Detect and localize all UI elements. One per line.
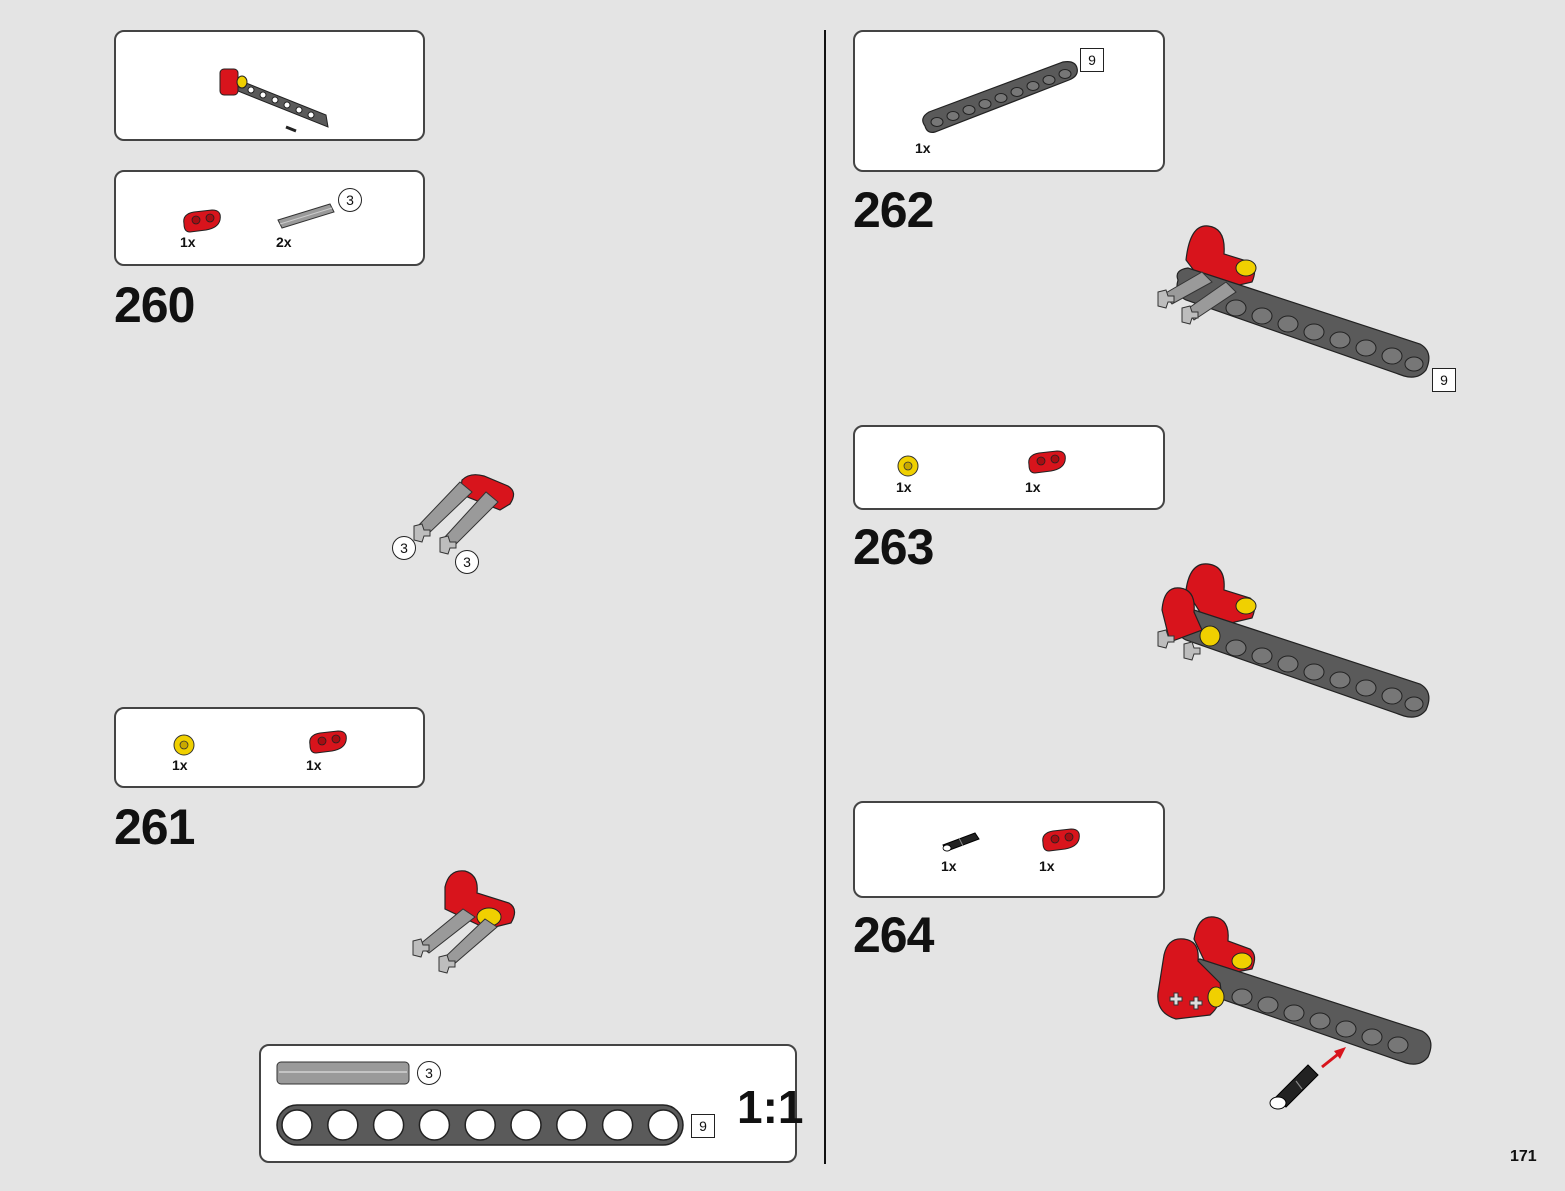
- step-261-assembly-image: [412, 870, 516, 974]
- page-number: 171: [1510, 1148, 1537, 1165]
- red-axle-connector-icon: [1042, 828, 1080, 852]
- axle-length-label: 3: [417, 1061, 441, 1085]
- part-qty: 2x: [276, 234, 292, 250]
- beam-hole: [556, 1109, 588, 1141]
- yellow-bush-icon: [897, 455, 919, 477]
- gray-axle-icon: [277, 203, 335, 229]
- beam-hole: [327, 1109, 359, 1141]
- beam-hole: [281, 1109, 313, 1141]
- step-261-parts-list: 1x 1x: [114, 707, 425, 788]
- red-axle-connector-icon: [1028, 450, 1066, 474]
- step-264-parts-list: 1x 1x: [853, 801, 1165, 898]
- beam-hole: [510, 1109, 542, 1141]
- part-qty: 1x: [180, 234, 196, 250]
- beam-hole: [418, 1109, 451, 1141]
- part-qty: 1x: [941, 858, 957, 874]
- beam-length-label: 9: [691, 1114, 715, 1138]
- beam-length-label: 9: [1432, 368, 1456, 392]
- step-number: 262: [853, 182, 934, 238]
- step-number: 263: [853, 519, 934, 575]
- scale-reference-panel: 3 9 1:1: [259, 1044, 803, 1163]
- step-262-assembly-image: [1157, 225, 1430, 378]
- step-260-parts-list: 1x 3 2x: [114, 170, 425, 266]
- step-262-parts-list: 9 1x: [853, 30, 1165, 172]
- red-axle-connector-icon: [309, 730, 347, 754]
- step-260-assembly-image: [413, 474, 515, 555]
- axle-length-label: 3: [392, 536, 416, 560]
- part-qty: 1x: [172, 757, 188, 773]
- subassembly-callout: [114, 30, 425, 141]
- yellow-bush-icon: [173, 734, 195, 756]
- axle-scale-icon: [276, 1061, 410, 1085]
- step-263-parts-list: 1x 1x: [853, 425, 1165, 510]
- step-264-assembly-image: [1157, 916, 1432, 1110]
- part-qty: 1x: [1039, 858, 1055, 874]
- beam-hole: [372, 1109, 405, 1141]
- part-qty: 1x: [896, 479, 912, 495]
- dark-gray-beam-icon: [922, 61, 1078, 133]
- scale-ratio: 1:1: [737, 1081, 804, 1133]
- axle-length-label: 3: [455, 550, 479, 574]
- step-number: 264: [853, 907, 934, 963]
- part-qty: 1x: [1025, 479, 1041, 495]
- subassembly-preview-image: [219, 68, 329, 133]
- step-263-assembly-image: [1157, 563, 1430, 718]
- step-number: 260: [114, 277, 195, 333]
- black-pin-icon: [942, 832, 980, 852]
- axle-length-label: 3: [338, 188, 362, 212]
- beam-scale-icon: [276, 1104, 684, 1146]
- beam-hole: [647, 1109, 680, 1141]
- column-divider: [824, 30, 826, 1164]
- part-qty: 1x: [915, 140, 931, 156]
- part-qty: 1x: [306, 757, 322, 773]
- red-axle-connector-icon: [183, 209, 221, 233]
- beam-length-label: 9: [1080, 48, 1104, 72]
- beam-hole: [601, 1109, 634, 1141]
- beam-hole: [464, 1109, 496, 1141]
- step-number: 261: [114, 799, 195, 855]
